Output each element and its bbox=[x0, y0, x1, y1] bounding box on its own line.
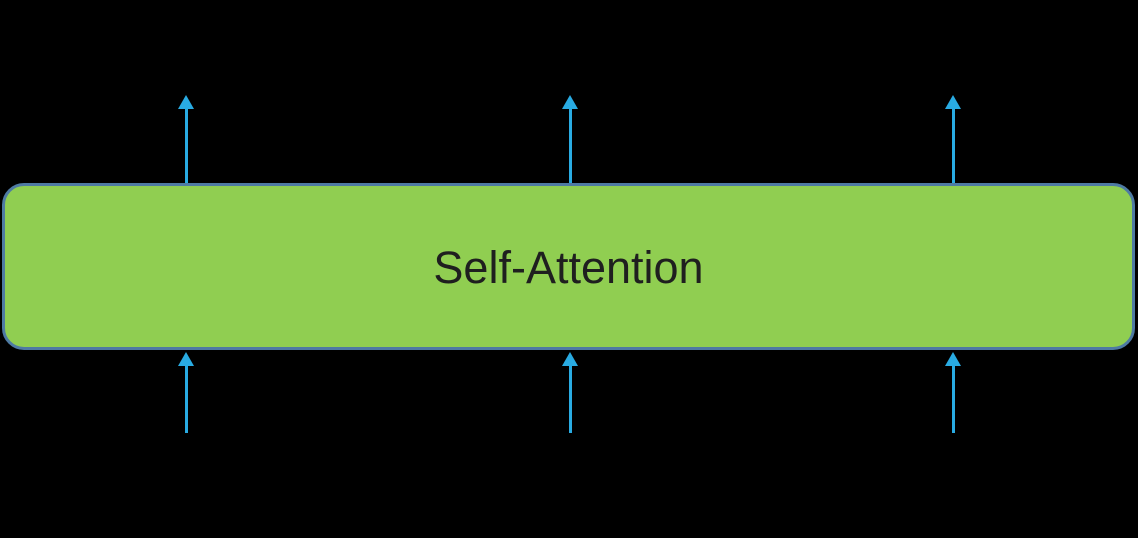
output-up-arrow-icon bbox=[945, 95, 961, 183]
arrow-shaft bbox=[568, 109, 572, 183]
input-up-arrow-icon bbox=[562, 352, 578, 433]
arrowhead-icon bbox=[178, 95, 194, 109]
arrow-shaft bbox=[568, 366, 572, 433]
arrowhead-icon bbox=[562, 95, 578, 109]
input-up-arrow-icon bbox=[945, 352, 961, 433]
output-up-arrow-icon bbox=[562, 95, 578, 183]
arrowhead-icon bbox=[945, 352, 961, 366]
self-attention-label: Self-Attention bbox=[433, 242, 704, 293]
arrowhead-icon bbox=[562, 352, 578, 366]
self-attention-block: Self-Attention bbox=[2, 183, 1135, 350]
arrow-shaft bbox=[184, 109, 188, 183]
arrowhead-icon bbox=[178, 352, 194, 366]
input-up-arrow-icon bbox=[178, 352, 194, 433]
output-up-arrow-icon bbox=[178, 95, 194, 183]
arrow-shaft bbox=[951, 109, 955, 183]
arrow-shaft bbox=[184, 366, 188, 433]
arrow-shaft bbox=[951, 366, 955, 433]
arrowhead-icon bbox=[945, 95, 961, 109]
